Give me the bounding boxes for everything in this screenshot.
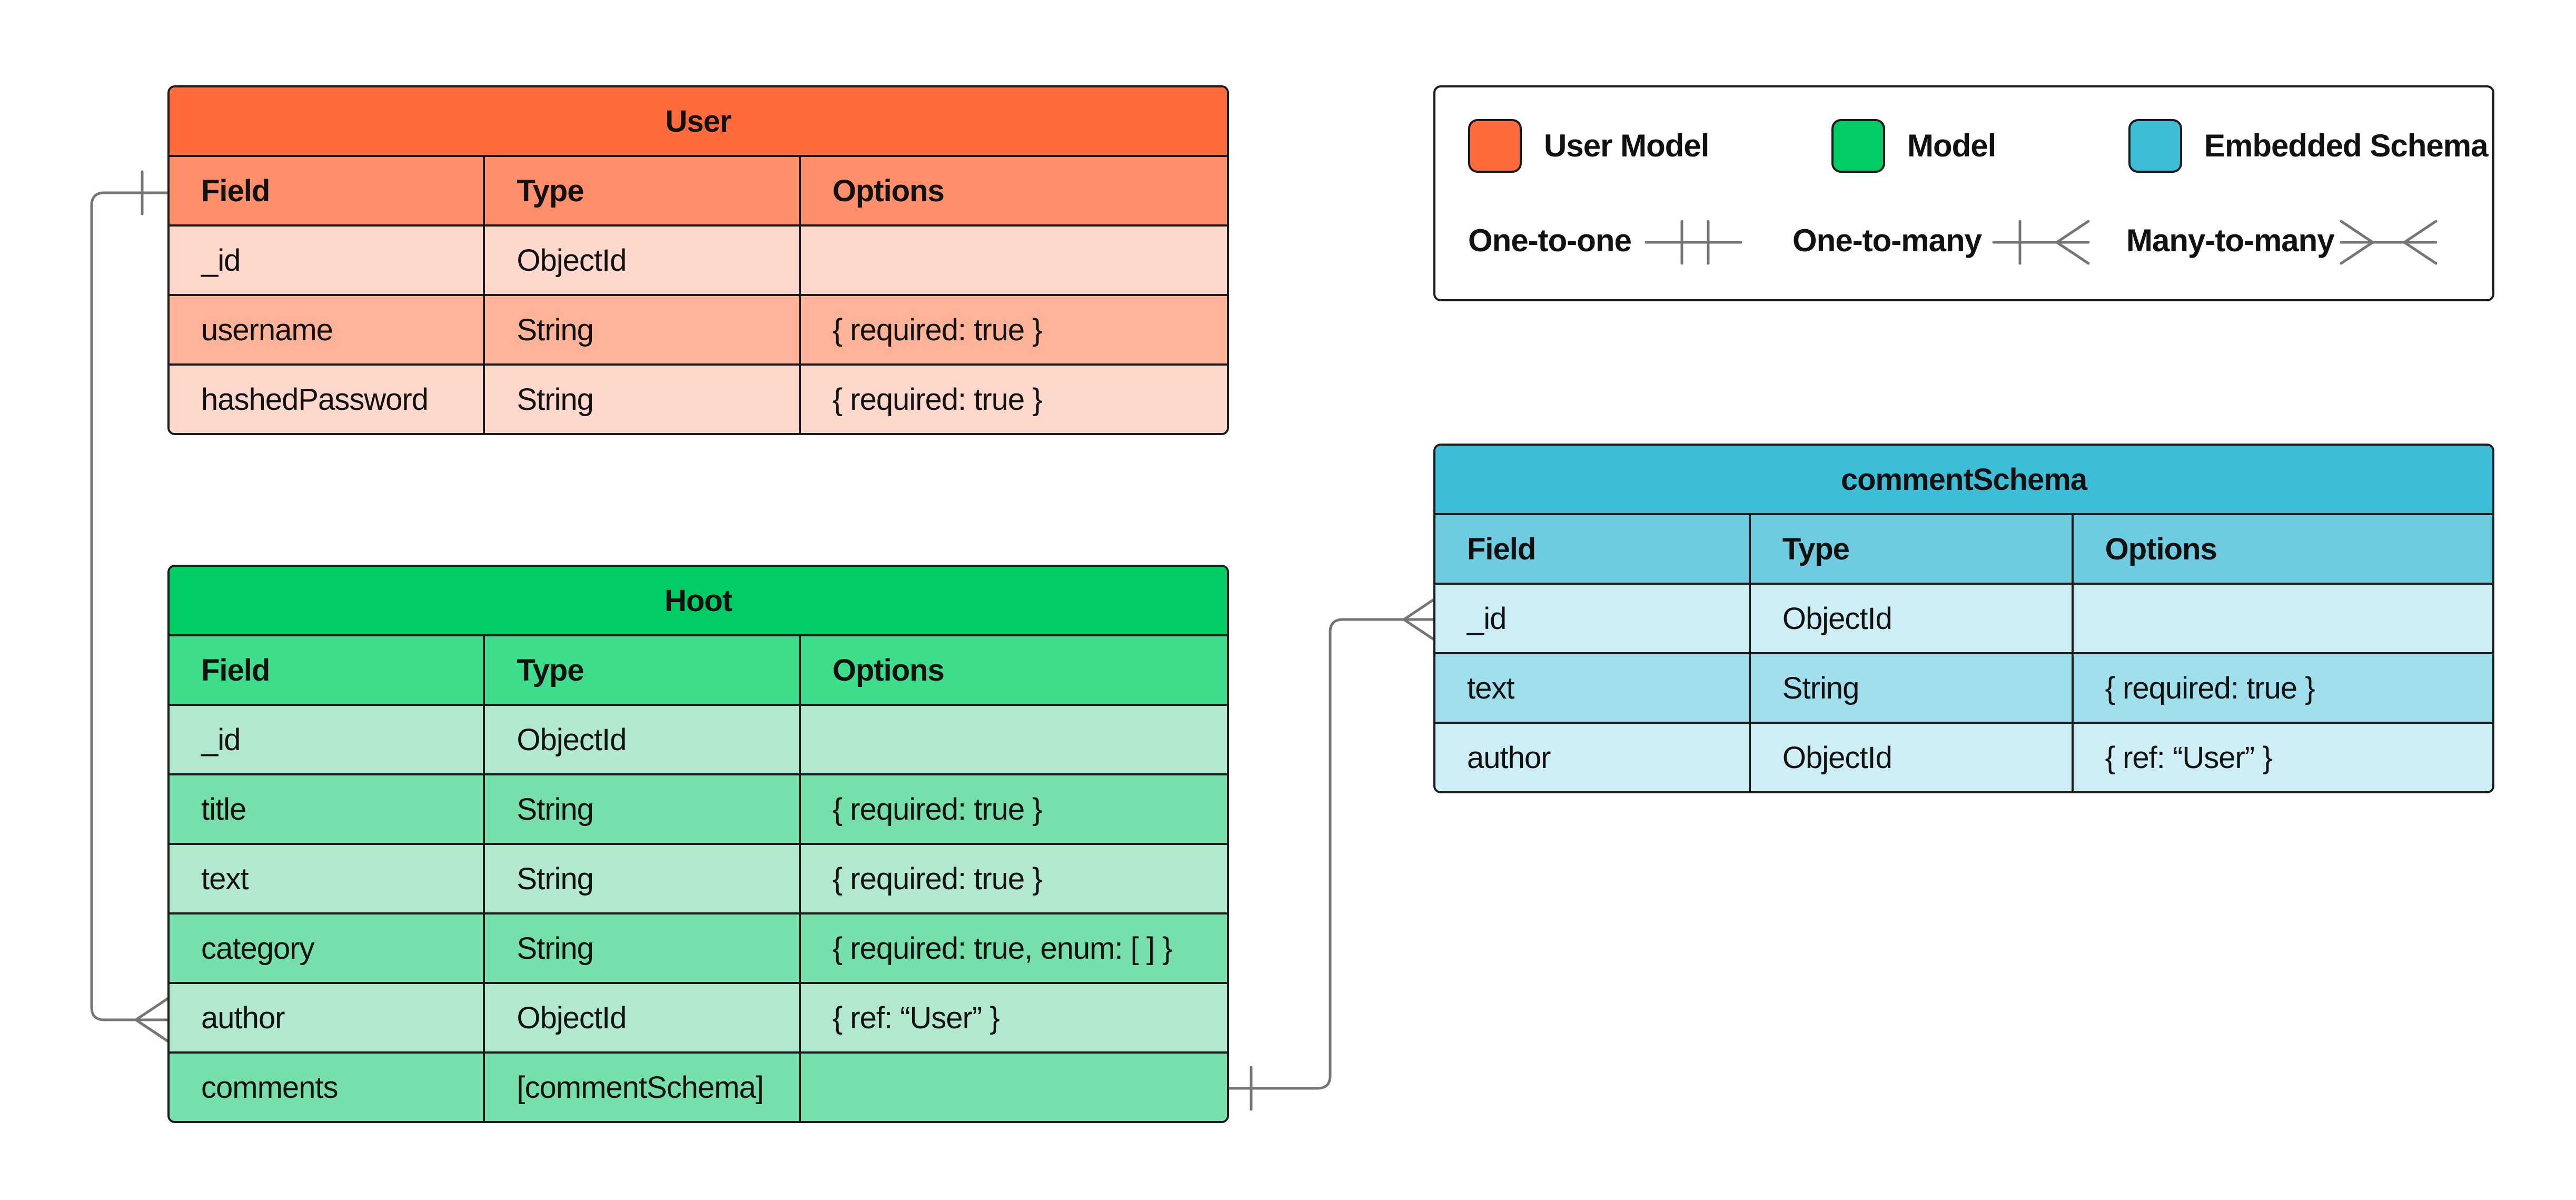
options-cell xyxy=(801,227,1227,294)
field-cell: hashedPassword xyxy=(170,366,486,433)
type-cell: String xyxy=(485,775,801,843)
type-cell: [commentSchema] xyxy=(485,1054,801,1121)
type-cell: String xyxy=(485,914,801,982)
options-cell: { required: true } xyxy=(832,792,1043,827)
legend-model-label: Model xyxy=(1907,128,1996,163)
legend-user-model-label: User Model xyxy=(1544,128,1709,163)
many-marker-hoot-author-upper xyxy=(134,997,169,1021)
type-cell: String xyxy=(1751,654,2074,722)
options-cell: { required: true, enum: [ ] } xyxy=(832,931,1173,966)
legend-one-to-many-label: One-to-many xyxy=(1792,223,1982,258)
user-model-swatch xyxy=(1468,119,1522,173)
field-cell: text xyxy=(1435,654,1751,722)
table-row-comments: comments[commentSchema] xyxy=(170,1054,1227,1121)
type-cell: ObjectId xyxy=(485,706,801,773)
type-cell: ObjectId xyxy=(1751,585,2074,652)
model-swatch xyxy=(1831,119,1885,173)
type-cell: String xyxy=(485,845,801,912)
type-cell: ObjectId xyxy=(485,227,801,294)
options-cell xyxy=(801,706,1227,773)
field-cell: _id xyxy=(170,706,486,773)
field-cell: _id xyxy=(1435,585,1751,652)
legend-many-to-many-label: Many-to-many xyxy=(2126,223,2335,258)
many-to-many-symbol xyxy=(2340,220,2438,265)
header-field: Field xyxy=(1435,515,1751,583)
header-field: Field xyxy=(170,157,486,224)
field-cell: text xyxy=(170,845,486,912)
options-cell: { required: true } xyxy=(832,861,1043,896)
options-cell xyxy=(2074,585,2492,652)
options-cell: { required: true } xyxy=(832,382,1043,417)
header-options: Options xyxy=(832,173,945,208)
table-title: User xyxy=(170,87,1227,157)
legend-one-to-one-label: One-to-one xyxy=(1468,223,1632,258)
type-cell: String xyxy=(485,366,801,433)
field-cell: _id xyxy=(170,227,486,294)
one-to-many-symbol xyxy=(1992,220,2090,265)
header-type: Type xyxy=(485,636,801,704)
field-cell: title xyxy=(170,775,486,843)
options-cell xyxy=(801,1054,1227,1121)
many-marker-commentschema-lower xyxy=(1402,618,1437,642)
field-cell: category xyxy=(170,914,486,982)
type-cell: String xyxy=(485,296,801,363)
legend: User Model Model Embedded Schema One-to-… xyxy=(1433,85,2494,301)
header-options: Options xyxy=(2105,532,2217,566)
connector-user-hoot-author xyxy=(90,191,169,1021)
many-marker-commentschema-upper xyxy=(1402,597,1437,621)
connector-hoot-comments-commentschema xyxy=(1223,618,1437,1090)
options-cell: { ref: “User” } xyxy=(2105,740,2273,775)
header-type: Type xyxy=(485,157,801,224)
options-cell: { required: true } xyxy=(832,312,1043,347)
options-cell: { ref: “User” } xyxy=(832,1000,1000,1035)
type-cell: ObjectId xyxy=(485,984,801,1051)
embedded-schema-swatch xyxy=(2128,119,2182,173)
field-cell: author xyxy=(1435,724,1751,791)
header-options: Options xyxy=(832,653,945,687)
type-cell: ObjectId xyxy=(1751,724,2074,791)
field-cell: author xyxy=(170,984,486,1051)
field-cell: username xyxy=(170,296,486,363)
many-marker-hoot-author-lower xyxy=(134,1018,169,1042)
one-to-one-symbol xyxy=(1644,220,1742,265)
field-cell: comments xyxy=(170,1054,486,1121)
header-type: Type xyxy=(1751,515,2074,583)
legend-embedded-schema-label: Embedded Schema xyxy=(2204,128,2489,163)
header-field: Field xyxy=(170,636,486,704)
table-title: commentSchema xyxy=(1435,446,2492,515)
table-title: Hoot xyxy=(170,567,1227,636)
options-cell: { required: true } xyxy=(2105,671,2315,705)
